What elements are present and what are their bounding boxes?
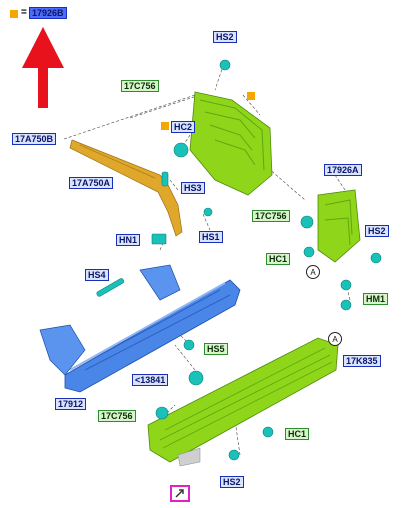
up-arrow-icon (22, 27, 64, 108)
fasteners (96, 59, 382, 461)
label-hs5: HS5 (204, 343, 228, 355)
bumper-beam-17912 (39, 264, 241, 393)
label-hs2-bottom: HS2 (220, 476, 244, 488)
upper-absorber-part (189, 91, 273, 196)
label-hs4: HS4 (85, 269, 109, 281)
external-link-icon[interactable] (170, 485, 190, 502)
label-hc1-right: HC1 (266, 253, 291, 265)
callout-a-bottom: A (328, 332, 342, 346)
label-hm1: HM1 (363, 293, 389, 305)
label-lt13841: <13841 (132, 374, 169, 386)
label-hs1: HS1 (199, 231, 223, 243)
callout-a-top: A (306, 265, 320, 279)
part-marker-square (10, 10, 18, 18)
label-17a750b: 17A750B (12, 133, 57, 145)
step-pad-17k835 (147, 337, 339, 467)
equals-sign: = (21, 7, 27, 18)
part-marker-square (247, 92, 255, 100)
label-hn1: HN1 (116, 234, 141, 246)
part-marker-square (161, 122, 169, 130)
label-hs2-top: HS2 (213, 31, 237, 43)
label-hc1-bottom: HC1 (285, 428, 310, 440)
label-hs3: HS3 (181, 182, 205, 194)
label-17c756-bottom: 17C756 (98, 410, 136, 422)
label-17912: 17912 (55, 398, 87, 410)
label-17a750a: 17A750A (69, 177, 114, 189)
label-hs2-right: HS2 (365, 225, 389, 237)
label-17c756-right: 17C756 (252, 210, 290, 222)
part-number-highlight: 17926B (29, 7, 67, 19)
leader-lines (63, 59, 351, 456)
label-17c756-top: 17C756 (121, 80, 159, 92)
label-17k835: 17K835 (343, 355, 381, 367)
external-link-arrow (175, 489, 184, 498)
label-17926a: 17926A (324, 164, 362, 176)
label-hc2: HC2 (171, 121, 196, 133)
side-bracket-17926a (317, 189, 361, 263)
